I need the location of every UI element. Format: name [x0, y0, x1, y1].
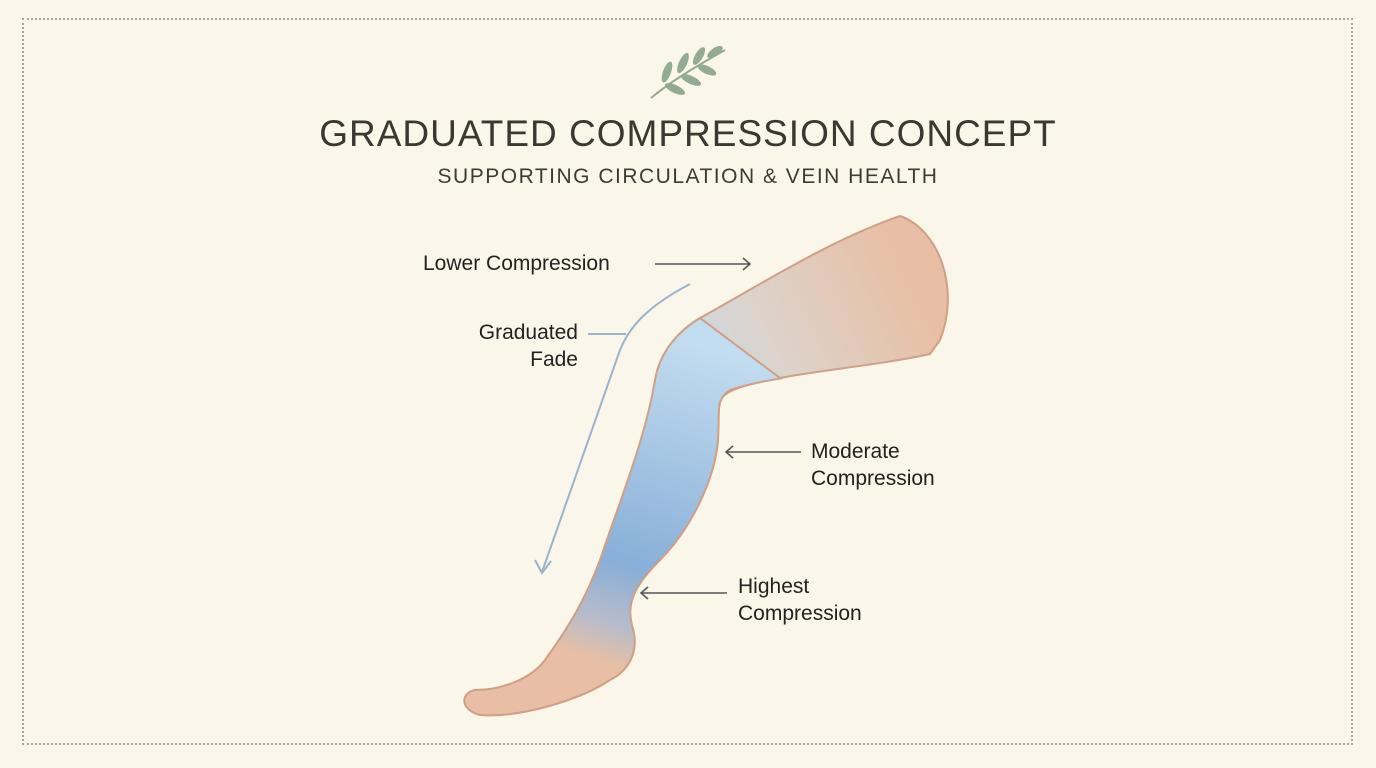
leaf-sprig-icon [650, 45, 726, 99]
lower-leg-shape [463, 316, 783, 717]
label-moderate-compression: Moderate Compression [811, 438, 935, 492]
page-title: GRADUATED COMPRESSION CONCEPT [319, 113, 1057, 154]
label-highest-line2: Compression [738, 602, 862, 625]
label-fade-line1: Graduated [478, 321, 578, 344]
arrow-lower [655, 257, 752, 271]
label-lower-compression: Lower Compression [423, 252, 610, 275]
page-subtitle: SUPPORTING CIRCULATION & VEIN HEALTH [437, 165, 939, 188]
arrow-moderate [724, 445, 801, 459]
label-fade-line2: Fade [530, 348, 578, 371]
arrow-highest [639, 586, 727, 600]
label-graduated-fade: Graduated Fade [440, 319, 578, 373]
label-moderate-line1: Moderate [811, 440, 900, 463]
label-highest-line1: Highest [738, 575, 810, 598]
fade-line [541, 283, 691, 573]
dotted-frame [22, 18, 1353, 745]
label-highest-compression: Highest Compression [738, 573, 862, 627]
label-moderate-line2: Compression [811, 467, 935, 490]
